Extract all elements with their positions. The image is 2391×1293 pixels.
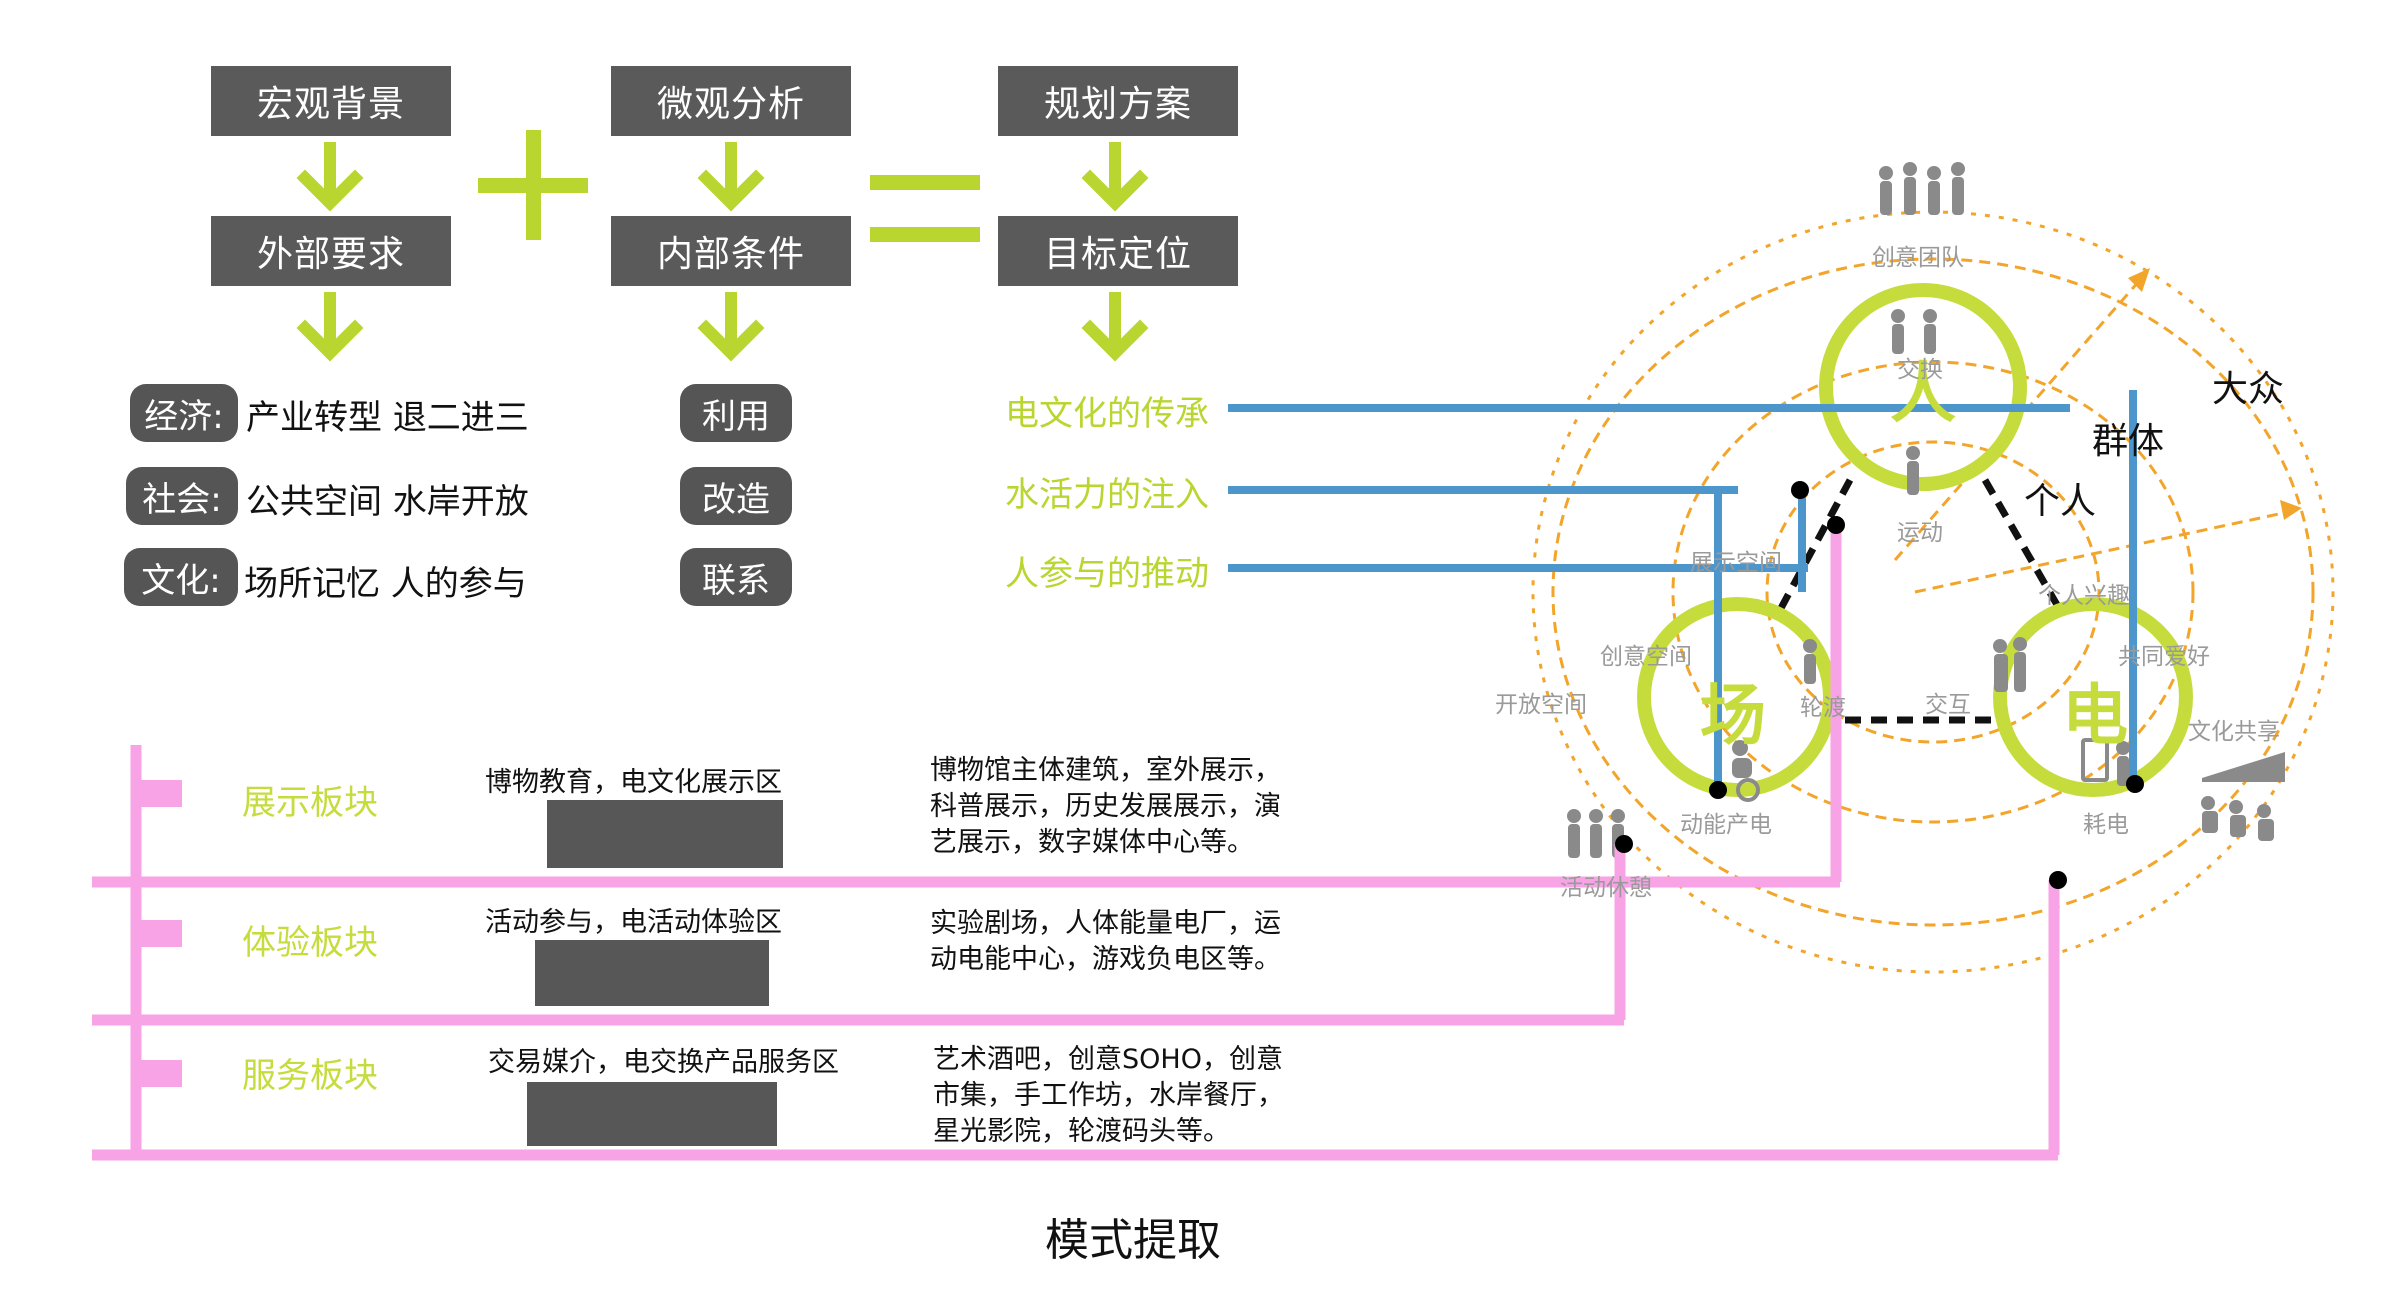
module-icon-strip (527, 1082, 777, 1146)
tag-hobby: 共同爱好 (2118, 644, 2210, 670)
goal-label: 水活力的注入 (1005, 475, 1209, 515)
node-place-label: 场 (1700, 677, 1766, 754)
tag-display-space: 展示空间 (1690, 550, 1782, 576)
description-line: 艺展示，数字媒体中心等。 (930, 827, 1254, 858)
module-description: 实验剧场，人体能量电厂，运 动电能中心，游戏负电区等。 (930, 906, 1360, 978)
figure-caption: 模式提取 (1045, 1215, 1221, 1266)
requirement-tag: 社会: (126, 467, 238, 525)
goal-link (1228, 390, 2137, 790)
module-name: 展示板块 (242, 783, 378, 823)
node-person-label: 人 (1890, 355, 1956, 432)
module-subtitle: 活动参与，电活动体验区 (485, 907, 782, 938)
external-requirements-box: 外部要求 (211, 216, 451, 286)
tag-team: 创意团队 (1872, 245, 1964, 271)
tag-exchange: 交换 (1897, 357, 1943, 383)
condition-pill: 改造 (680, 467, 792, 525)
node-power-label: 电 (2062, 677, 2128, 754)
description-line: 科普展示，历史发展展示，演 (930, 791, 1281, 822)
macro-background-box: 宏观背景 (211, 66, 451, 136)
module-description: 艺术酒吧，创意SOHO，创意 市集，手工作坊，水岸餐厅， 星光影院，轮渡码头等。 (933, 1042, 1363, 1150)
joint-dot (1615, 481, 2144, 889)
micro-analysis-box: 微观分析 (611, 66, 851, 136)
module-description: 博物馆主体建筑，室外展示， 科普展示，历史发展展示，演 艺展示，数字媒体中心等。 (930, 753, 1360, 861)
requirement-tag: 经济: (130, 384, 238, 442)
relation-link (1776, 478, 2064, 724)
description-line: 博物馆主体建筑，室外展示， (930, 755, 1281, 786)
goal-label: 人参与的推动 (1005, 554, 1209, 594)
module-name: 服务板块 (242, 1056, 378, 1096)
tag-ferry: 轮渡 (1800, 695, 1846, 721)
tag-sport: 运动 (1897, 520, 1943, 546)
module-icon-strip (547, 800, 783, 868)
requirement-tag: 文化: (124, 548, 238, 606)
planning-scheme-box: 规划方案 (998, 66, 1238, 136)
scale-public: 大众 (2212, 369, 2285, 410)
module-link (92, 525, 2060, 1161)
module-subtitle: 博物教育，电文化展示区 (485, 767, 782, 798)
requirement-text: 产业转型 退二进三 (246, 398, 529, 438)
module-name: 体验板块 (242, 923, 378, 963)
description-line: 星光影院，轮渡码头等。 (933, 1116, 1230, 1147)
tag-interest: 个人兴趣 (2038, 583, 2130, 609)
equals-sign-icon (870, 175, 980, 242)
requirement-text: 场所记忆 人的参与 (244, 564, 527, 604)
requirement-text: 公共空间 水岸开放 (246, 482, 529, 522)
tag-kinetic: 动能产电 (1680, 812, 1772, 838)
tag-open-space: 开放空间 (1495, 692, 1587, 718)
tag-consume: 耗电 (2083, 812, 2129, 838)
tag-culture: 文化共享 (2188, 719, 2280, 745)
module-marker (138, 780, 182, 1087)
module-icon-strip (535, 940, 769, 1006)
condition-pill: 利用 (680, 384, 792, 442)
plus-sign-icon (478, 130, 588, 240)
tag-leisure: 活动休憩 (1560, 875, 1652, 901)
description-line: 实验剧场，人体能量电厂，运 (930, 908, 1281, 939)
tag-interaction: 交互 (1925, 692, 1971, 718)
target-positioning-box: 目标定位 (998, 216, 1238, 286)
condition-pill: 联系 (680, 548, 792, 606)
goal-label: 电文化的传承 (1005, 394, 1209, 434)
tag-creative-space: 创意空间 (1600, 644, 1692, 670)
scale-individual: 个人 (2024, 481, 2097, 522)
scale-group: 群体 (2092, 421, 2165, 462)
down-arrow-icon (296, 142, 1149, 362)
module-subtitle: 交易媒介，电交换产品服务区 (488, 1047, 839, 1078)
internal-conditions-box: 内部条件 (611, 216, 851, 286)
description-line: 艺术酒吧，创意SOHO，创意 (933, 1044, 1283, 1075)
description-line: 动电能中心，游戏负电区等。 (930, 944, 1281, 975)
description-line: 市集，手工作坊，水岸餐厅， (933, 1080, 1284, 1111)
